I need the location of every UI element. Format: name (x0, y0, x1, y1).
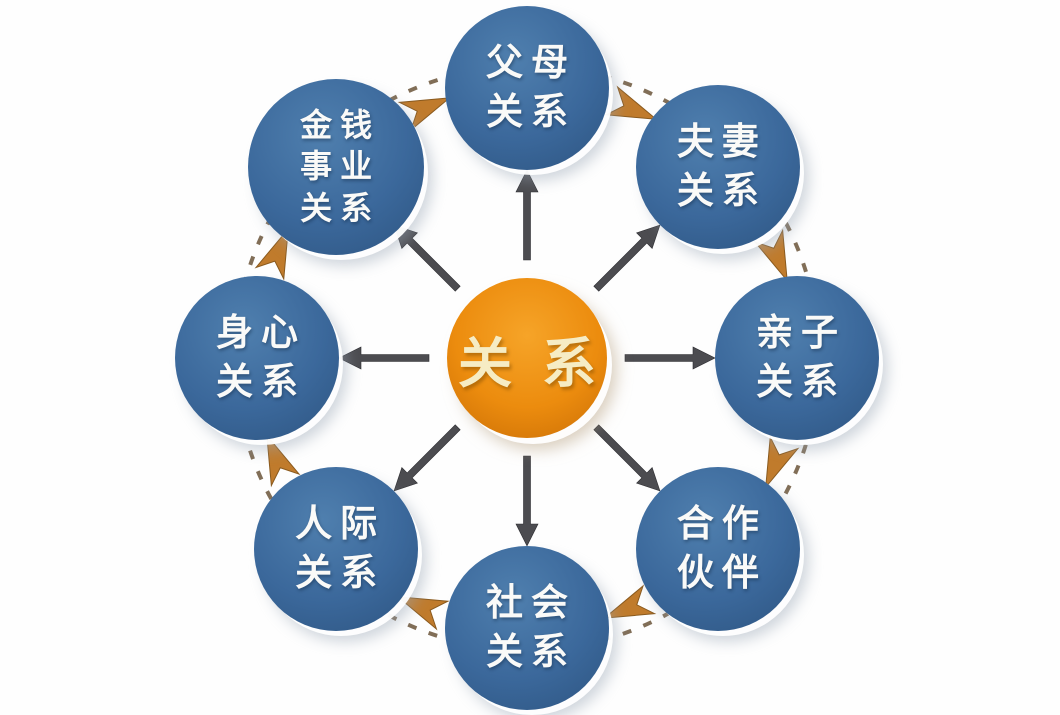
node-label-line: 关系 (300, 188, 381, 227)
node-label-line: 父母 (486, 41, 576, 85)
ring-flow-arrow (396, 596, 450, 631)
node-social: 社会关系 (445, 546, 609, 710)
node-label-line: 关系 (295, 550, 386, 594)
node-parents: 父母关系 (445, 6, 609, 170)
node-interpersonal: 人际关系 (254, 466, 419, 631)
spoke-arrow (593, 224, 661, 292)
spoke-arrow (338, 346, 430, 370)
spoke-arrow (515, 455, 539, 547)
node-body-mind: 身心关系 (175, 276, 339, 440)
node-label-line: 社会 (486, 581, 576, 625)
node-label-line: 伙伴 (676, 550, 767, 594)
spoke-arrow (515, 169, 539, 261)
ring-flow-arrow (753, 228, 788, 283)
node-label-line: 金钱 (300, 105, 381, 144)
center-node-label: 关系 (458, 331, 626, 395)
node-partners: 合作伙伴 (635, 466, 800, 631)
node-label-line: 人际 (295, 502, 386, 546)
center-node: 关系 (447, 278, 607, 438)
node-label-line: 关系 (216, 360, 306, 403)
node-label-line: 合作 (676, 502, 767, 546)
node-label-line: 夫妻 (676, 120, 767, 164)
ring-flow-arrow (602, 584, 657, 619)
ring-flow-arrow (266, 433, 301, 488)
node-label-line: 关系 (486, 90, 576, 133)
ring-flow-arrow (397, 97, 452, 132)
node-parent-child: 亲子关系 (715, 276, 879, 440)
node-label-line: 关系 (486, 630, 576, 673)
node-label-line: 事业 (300, 147, 381, 186)
spoke-arrow (393, 224, 461, 292)
node-label-line: 身心 (216, 311, 306, 355)
node-label-line: 关系 (676, 169, 767, 213)
ring-flow-arrow (254, 227, 289, 281)
spoke-arrow (593, 424, 661, 492)
ring-flow-arrow (765, 435, 800, 489)
node-couple: 夫妻关系 (635, 85, 800, 250)
node-money-career: 金钱事业关系 (248, 79, 425, 256)
ring-flow-arrow (604, 85, 658, 120)
node-label-line: 亲子 (756, 311, 846, 355)
spoke-arrow (393, 424, 461, 492)
spoke-arrow (624, 346, 716, 370)
node-label-line: 关系 (756, 360, 846, 403)
